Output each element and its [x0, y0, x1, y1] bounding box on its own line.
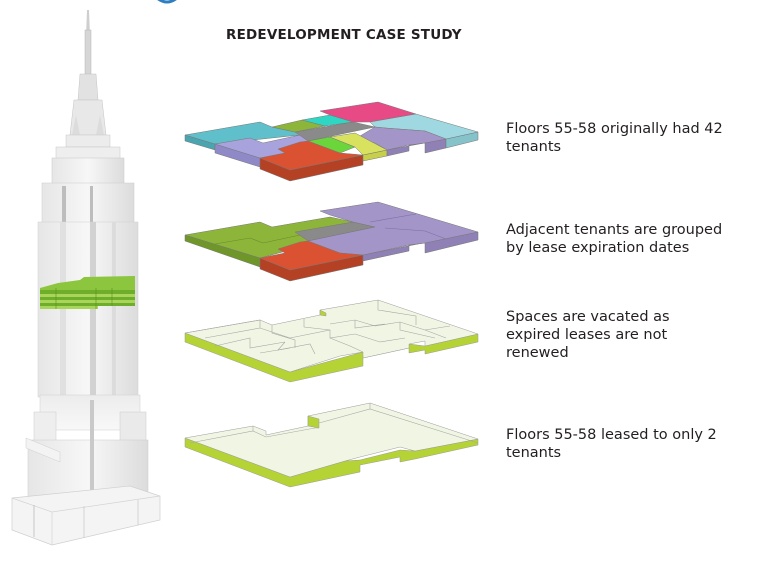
highlighted-floors-55-58	[40, 276, 135, 309]
step-4-line-1: Floors 55-58 leased to only 2	[506, 427, 717, 443]
grouped-tenant-floor-plate	[184, 201, 479, 282]
consolidated-floor-plate	[184, 402, 479, 488]
step-3-caption: Spaces are vacated as expired leases are…	[506, 308, 756, 362]
step-4-caption: Floors 55-58 leased to only 2 tenants	[506, 426, 756, 462]
step-3-line-3: renewed	[506, 345, 569, 361]
page-title: REDEVELOPMENT CASE STUDY	[226, 27, 462, 43]
step-1-caption: Floors 55-58 originally had 42 tenants	[506, 120, 756, 156]
step-1-line-1: Floors 55-58 originally had 42	[506, 121, 723, 137]
vacated-floor-plate	[184, 299, 479, 383]
step-2-caption: Adjacent tenants are grouped by lease ex…	[506, 221, 756, 257]
step-3-line-1: Spaces are vacated as	[506, 309, 670, 325]
step-4-line-2: tenants	[506, 445, 562, 461]
step-2-line-2: by lease expiration dates	[506, 240, 690, 256]
step-1-line-2: tenants	[506, 139, 562, 155]
decorative-arc-icon	[157, 0, 177, 4]
multi-tenant-floor-plate	[184, 101, 479, 182]
step-3-line-2: expired leases are not	[506, 327, 668, 343]
tower-illustration	[11, 10, 161, 546]
step-2-line-1: Adjacent tenants are grouped	[506, 222, 723, 238]
